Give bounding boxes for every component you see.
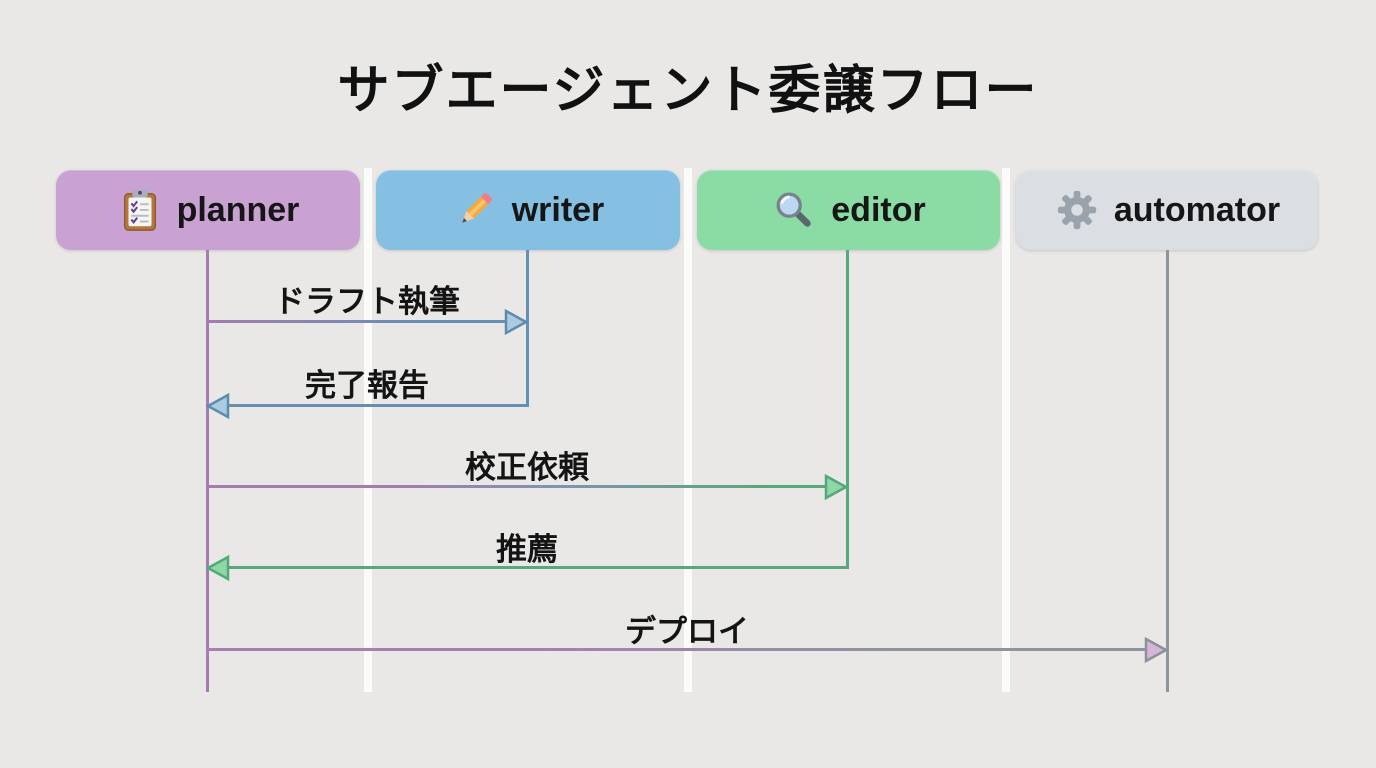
message-line-draft — [207, 320, 509, 323]
gear-icon — [1054, 187, 1100, 233]
lifeline-planner — [206, 250, 209, 692]
actor-writer: writer — [376, 170, 680, 250]
lane-divider — [684, 168, 692, 692]
actor-editor: editor — [697, 170, 1000, 250]
message-label-proofread: 校正依頼 — [465, 450, 589, 485]
actor-label: editor — [831, 190, 926, 229]
diagram-title: サブエージェント委譲フロー — [337, 62, 1039, 120]
magnifier-icon — [771, 187, 817, 233]
clipboard-icon — [117, 187, 163, 233]
arrowhead-right-icon — [504, 308, 528, 336]
pencil-icon — [452, 187, 498, 233]
message-label-deploy: デプロイ — [625, 614, 749, 649]
lifeline-editor — [846, 250, 849, 569]
lifeline-writer — [526, 250, 529, 407]
arrowhead-left-icon — [206, 554, 230, 582]
arrowhead-right-icon — [824, 473, 848, 501]
arrowhead-left-icon — [206, 392, 230, 420]
message-line-report — [228, 404, 527, 407]
message-label-recommend: 推薦 — [496, 532, 558, 567]
actor-automator: automator — [1016, 170, 1318, 250]
actor-label: planner — [176, 190, 300, 229]
lane-divider — [1002, 168, 1010, 692]
actor-label: writer — [511, 190, 605, 229]
lane-divider — [364, 168, 372, 692]
lifeline-automator — [1166, 250, 1169, 692]
arrowhead-right-icon — [1144, 636, 1168, 664]
actor-planner: planner — [56, 170, 360, 250]
actor-label: automator — [1113, 190, 1281, 229]
message-label-report: 完了報告 — [305, 368, 429, 403]
message-line-proofread — [207, 485, 829, 488]
message-line-deploy — [207, 648, 1149, 651]
message-label-draft: ドラフト執筆 — [274, 284, 460, 319]
message-line-recommend — [228, 566, 847, 569]
